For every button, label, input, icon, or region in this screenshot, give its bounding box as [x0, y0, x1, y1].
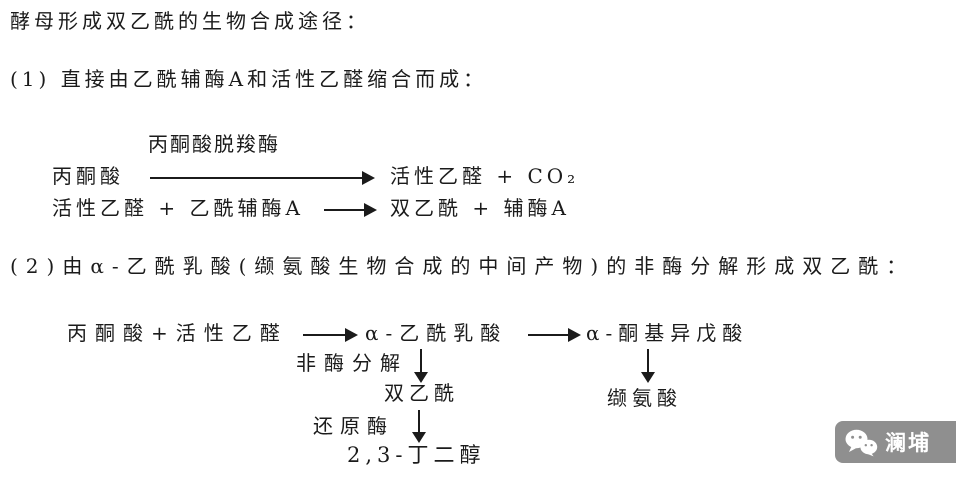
section1-heading: (1) 直接由乙酰辅酶A和活性乙醛缩合而成： — [10, 67, 488, 91]
reaction1-substrate: 丙酮酸 — [52, 164, 124, 188]
arrow-down-icon — [412, 410, 426, 443]
reaction2-substrates: 活性乙醛 + 乙酰辅酶A — [52, 196, 304, 220]
watermark-brand-text: 澜埔 — [885, 431, 931, 455]
arrow-down-icon — [641, 349, 655, 383]
butanediol-label: 2,3-丁二醇 — [347, 443, 486, 467]
chain-ketoacid: α-酮基异戊酸 — [586, 321, 749, 345]
reaction1-products: 活性乙醛 + CO₂ — [390, 164, 580, 188]
arrow-right-icon — [324, 203, 377, 217]
arrow-down-icon — [414, 349, 428, 383]
page-title: 酵母形成双乙酰的生物合成途径： — [10, 9, 370, 33]
chain-substrates: 丙酮酸+活性乙醛 — [67, 321, 288, 345]
section2-heading: (2)由α-乙酰乳酸(缬氨酸生物合成的中间产物)的非酶分解形成双乙酰： — [10, 254, 915, 278]
enzyme-label: 丙酮酸脱羧酶 — [148, 132, 280, 156]
reductase-label: 还原酶 — [313, 414, 394, 438]
wechat-icon — [844, 428, 878, 457]
arrow-right-icon — [303, 328, 358, 342]
arrow-right-icon — [150, 171, 375, 185]
valine-label: 缬氨酸 — [607, 386, 682, 410]
arrow-right-icon — [528, 328, 581, 342]
reaction2-products: 双乙酰 + 辅酶A — [390, 196, 570, 220]
watermark-badge: 澜埔 — [835, 421, 956, 463]
chain-intermediate: α-乙酰乳酸 — [365, 321, 508, 345]
nonenzymatic-label: 非酶分解 — [296, 351, 408, 375]
diacetyl-label: 双乙酰 — [384, 381, 459, 405]
